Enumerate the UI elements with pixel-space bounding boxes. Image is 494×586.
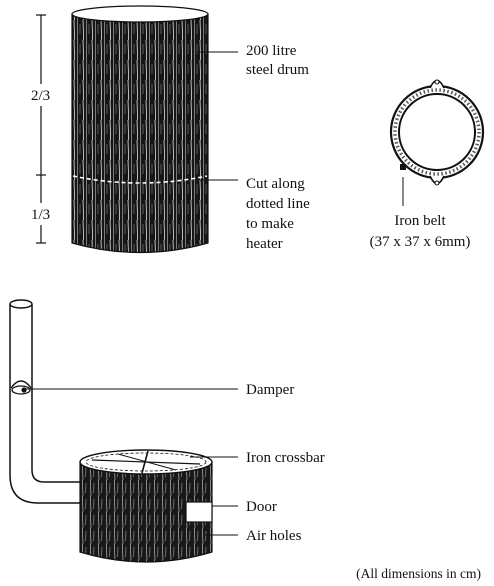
iron-crossbar [91,450,201,474]
cut-label-line2: dotted line [246,196,310,212]
cut-label-line1: Cut along [246,176,305,192]
dimensions-footnote: (All dimensions in cm) [356,566,481,581]
dimension-two-thirds: 2/3 [31,88,50,104]
drum-label-line2: steel drum [246,62,309,78]
dimension-one-third: 1/3 [31,207,50,223]
heater-door [185,501,213,523]
drum-label-line1: 200 litre [246,43,297,59]
damper [10,380,32,395]
belt-dimensions: (37 x 37 x 6mm) [370,234,471,250]
iron-belt [389,79,485,186]
cut-label-line3: to make [246,216,294,232]
belt-label: Iron belt [394,213,446,229]
crossbar-label: Iron crossbar [246,450,325,466]
height-dimension-marker [30,14,54,244]
air-holes-label: Air holes [246,528,302,544]
cut-label-line4: heater [246,236,283,252]
heater-body [79,449,213,563]
steel-drum [71,5,209,254]
damper-label: Damper [246,382,294,398]
door-label: Door [246,499,277,515]
